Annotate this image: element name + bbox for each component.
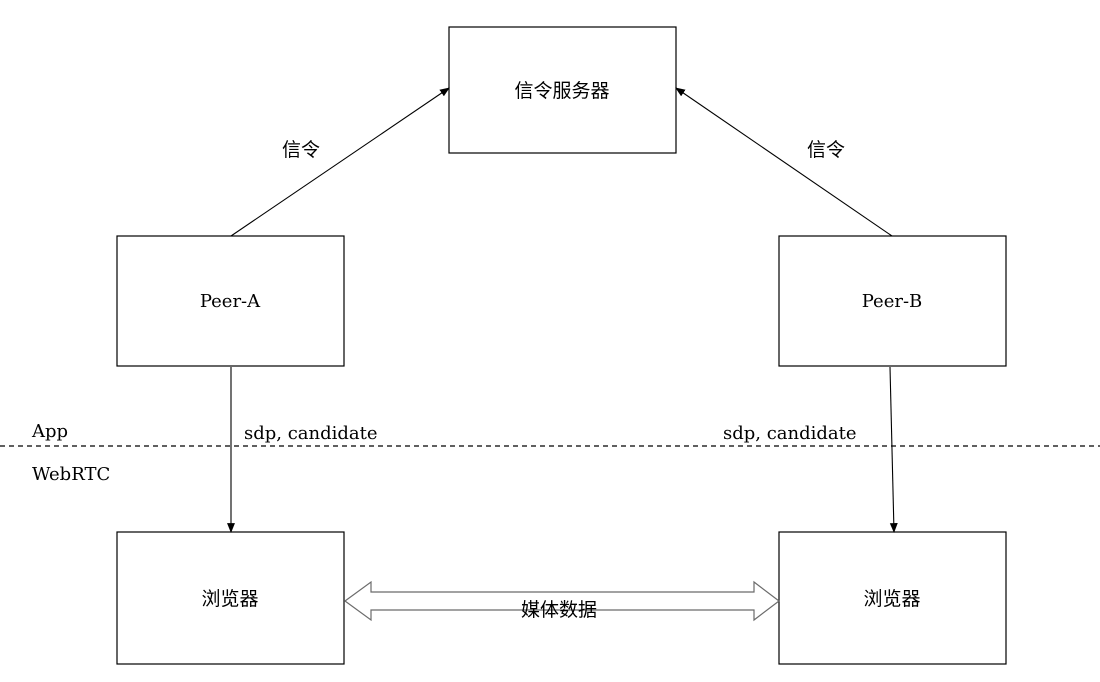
peer-b-label: Peer-B	[862, 291, 923, 312]
peer-a-label: Peer-A	[200, 291, 261, 312]
signal-arrow-left	[230, 87, 450, 237]
sdp-left-label: sdp, candidate	[244, 423, 378, 444]
layer-app-label: App	[31, 421, 68, 442]
browser-b-label: 浏览器	[863, 588, 920, 610]
signal-left-label: 信令	[282, 139, 320, 161]
media-label: 媒体数据	[521, 599, 597, 621]
browser-a-label: 浏览器	[201, 588, 258, 610]
peer-b-box	[778, 235, 1007, 367]
sdp-arrow-right	[889, 366, 898, 533]
layer-webrtc-label: WebRTC	[32, 464, 110, 485]
media-double-arrow	[343, 580, 780, 622]
peer-a-box	[116, 235, 345, 367]
signal-arrow-right	[675, 87, 893, 237]
browser-b-box	[778, 531, 1007, 665]
signal-server-label: 信令服务器	[514, 80, 609, 102]
signal-right-label: 信令	[807, 139, 845, 161]
sdp-right-label: sdp, candidate	[723, 423, 857, 444]
browser-a-box	[116, 531, 345, 665]
signal-server-box	[448, 26, 677, 154]
